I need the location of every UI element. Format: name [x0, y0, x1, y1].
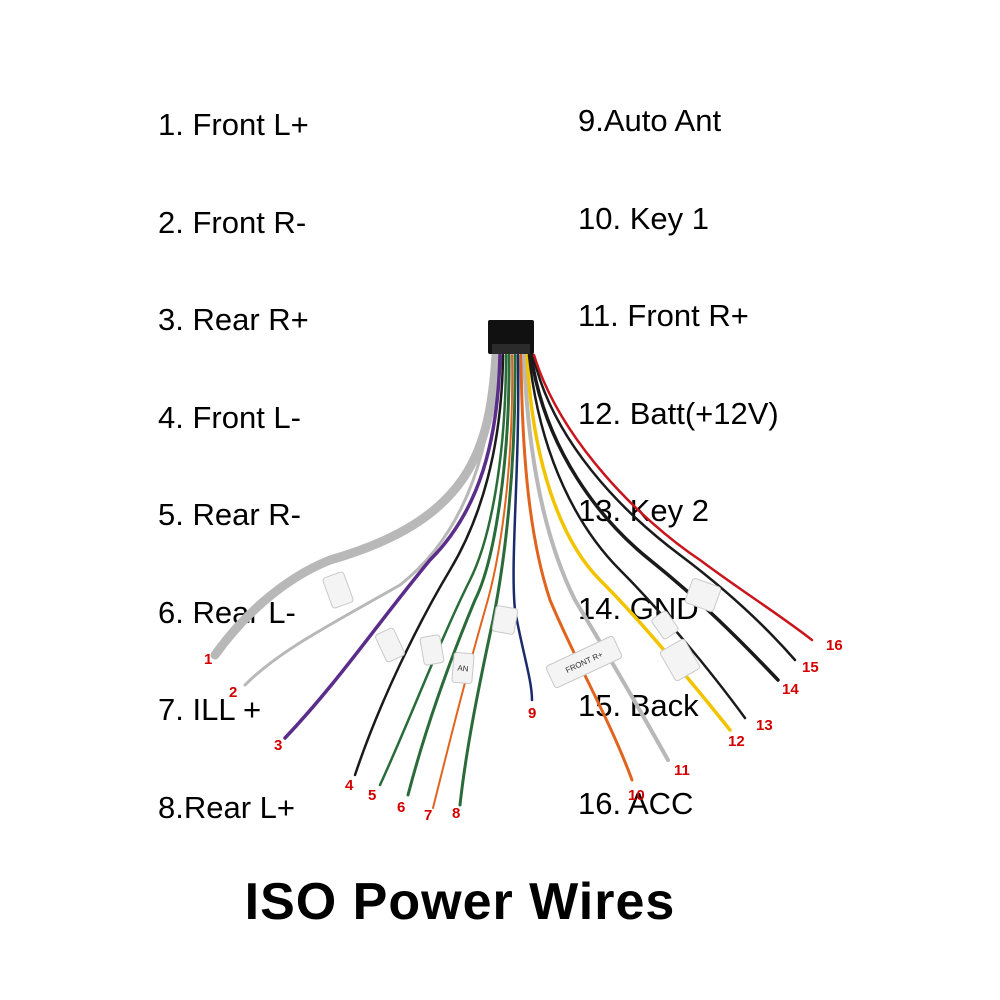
wire-tags: AN FRONT R+	[322, 571, 722, 689]
tag-wire-7: AN	[451, 651, 475, 685]
wire-1-gray	[210, 350, 501, 660]
wire-bundle	[210, 350, 814, 809]
legend-item-9: 9.Auto Ant	[578, 103, 722, 138]
pin-number-11: 11	[674, 762, 690, 779]
pin-number-9: 9	[528, 705, 536, 722]
pin-number-4: 4	[345, 777, 354, 794]
wire-12-yellow	[525, 353, 732, 732]
wire-16-red	[532, 353, 814, 642]
pin-number-3: 3	[274, 737, 282, 754]
tag-wire-14-sleeve	[651, 610, 679, 640]
wire-2-gray	[243, 353, 498, 687]
diagram-title: ISO Power Wires	[244, 873, 676, 931]
legend-item-15: 15. Back	[578, 688, 699, 723]
iso-connector	[488, 320, 534, 354]
wire-6-green	[406, 353, 511, 797]
tag-wire-5	[419, 634, 445, 666]
wire-14-black	[529, 353, 780, 682]
wire-13-black	[527, 353, 747, 720]
tag-wire-13	[659, 638, 701, 682]
tag-wire-7-sleeve	[451, 651, 475, 685]
pin-number-16: 16	[826, 637, 843, 654]
wire-7-orange	[432, 354, 514, 809]
tag-wire-15	[684, 577, 722, 613]
wire-10-orange	[519, 353, 634, 782]
tag-wire-1	[322, 571, 354, 609]
legend-item-10: 10. Key 1	[578, 200, 709, 236]
pin-number-2: 2	[229, 684, 237, 701]
wire-8-green	[458, 353, 517, 807]
tag-wire-3-sleeve	[375, 627, 405, 663]
pin-number-14: 14	[782, 681, 799, 698]
legend-item-2: 2. Front R-	[158, 204, 307, 240]
tag-wire-11: FRONT R+	[545, 635, 623, 689]
tag-wire-3	[375, 627, 405, 663]
tag-wire-11-sleeve	[545, 635, 623, 689]
legend-item-8: 8.Rear L+	[158, 789, 296, 825]
tag-wire-13-sleeve	[659, 638, 701, 682]
tag-wire-9-sleeve	[491, 605, 519, 635]
tag-wire-9	[491, 605, 519, 635]
pin-number-5: 5	[368, 787, 376, 804]
legend-item-12: 12. Batt(+12V)	[578, 395, 779, 431]
legend-item-3: 3. Rear R+	[158, 302, 309, 337]
tag-wire-1-sleeve	[322, 571, 354, 609]
wire-3-purple	[283, 353, 502, 740]
legend-item-5: 5. Rear R-	[158, 497, 301, 532]
pin-number-7: 7	[424, 807, 432, 824]
wire-15-black	[531, 353, 797, 662]
tag-wire-14	[651, 610, 679, 640]
legend-item-1: 1. Front L+	[158, 107, 309, 142]
pin-number-6: 6	[397, 799, 405, 816]
legend-item-4: 4. Front L-	[158, 399, 301, 435]
wire-5-green	[378, 353, 508, 787]
legend-item-11: 11. Front R+	[578, 298, 749, 333]
tag-wire-15-sleeve	[684, 577, 722, 613]
wire-11-gray	[522, 353, 670, 762]
legend-item-7: 7. ILL +	[158, 692, 262, 727]
legend-item-16: 16. ACC	[578, 785, 694, 821]
tag-wire-5-sleeve	[419, 634, 445, 666]
connector-lip	[492, 344, 530, 354]
pin-number-12: 12	[728, 733, 745, 750]
tag-wire-7-text: AN	[457, 664, 469, 674]
wire-9-blue	[512, 353, 534, 702]
pin-number-1: 1	[204, 651, 212, 668]
wire-4-black	[353, 353, 505, 777]
pin-number-13: 13	[756, 717, 773, 734]
pin-number-10: 10	[628, 787, 645, 804]
pin-legend-right: 9.Auto Ant 10. Key 1 11. Front R+ 12. Ba…	[578, 40, 779, 853]
pin-number-15: 15	[802, 659, 819, 676]
pin-number-8: 8	[452, 805, 460, 822]
